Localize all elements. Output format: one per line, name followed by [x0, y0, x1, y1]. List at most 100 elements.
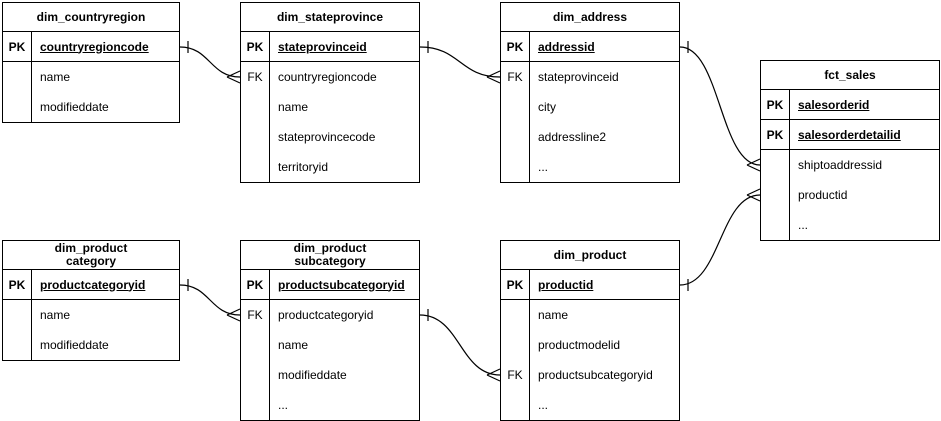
field-name: stateprovinceid: [538, 70, 619, 84]
relationship-dim_stateprovince-to-dim_address[interactable]: [419, 41, 501, 84]
field-name: salesorderid: [798, 97, 870, 112]
field-name: shiptoaddressid: [798, 158, 883, 172]
key-cell-empty: [761, 180, 790, 210]
relationship-dim_productsubcategory-to-dim_product[interactable]: [419, 309, 501, 382]
field-row-dim_productsubcategory-etc: ...: [241, 390, 419, 420]
field-row-dim_productcategory-modifieddate: modifieddate: [3, 330, 179, 360]
table-title-dim_countryregion: dim_countryregion: [3, 3, 179, 32]
key-cell-pk: PK: [241, 32, 270, 61]
key-cell-empty: [761, 210, 790, 240]
table-title-dim_product: dim_product: [501, 241, 679, 270]
table-title-dim_address: dim_address: [501, 3, 679, 32]
field-row-dim_address-etc: ...: [501, 152, 679, 182]
cardinality-many-crow-foot: [486, 368, 501, 382]
field-name: productsubcategoryid: [538, 368, 653, 382]
relationship-dim_countryregion-to-dim_stateprovince[interactable]: [179, 41, 241, 84]
key-cell-empty: [3, 330, 32, 360]
field-name: territoryid: [278, 160, 329, 174]
field-name: ...: [798, 218, 809, 232]
field-row-dim_stateprovince-name: name: [241, 92, 419, 122]
key-cell-empty: [501, 122, 530, 152]
field-name: productmodelid: [538, 338, 621, 352]
key-cell-empty: [501, 390, 530, 420]
field-name: productid: [798, 188, 848, 202]
key-cell-empty: [501, 330, 530, 360]
key-cell-empty: [501, 300, 530, 330]
field-name: name: [278, 100, 309, 114]
relationship-line: [179, 284, 241, 316]
key-cell-fk: FK: [241, 300, 270, 330]
field-name: modifieddate: [278, 368, 347, 382]
key-cell-fk: FK: [501, 360, 530, 390]
field-row-fct_sales-shiptoaddressid: shiptoaddressid: [761, 150, 939, 180]
field-name: name: [40, 70, 71, 84]
field-name: ...: [538, 398, 549, 412]
key-cell-empty: [241, 92, 270, 122]
key-cell-empty: [241, 360, 270, 390]
key-cell-empty: [501, 152, 530, 182]
field-row-dim_productsubcategory-name: name: [241, 330, 419, 360]
field-row-dim_countryregion-modifieddate: modifieddate: [3, 92, 179, 122]
field-row-dim_stateprovince-territoryid: territoryid: [241, 152, 419, 182]
key-cell-empty: [241, 122, 270, 152]
table-title-dim_stateprovince: dim_stateprovince: [241, 3, 419, 32]
field-name: city: [538, 100, 556, 114]
field-name: countryregioncode: [278, 70, 377, 84]
key-cell-pk: PK: [501, 270, 530, 299]
field-row-dim_productsubcategory-modifieddate: modifieddate: [241, 360, 419, 390]
field-row-dim_product-productid: PK productid: [501, 270, 679, 300]
field-row-dim_stateprovince-stateprovinceid: PK stateprovinceid: [241, 32, 419, 62]
field-row-fct_sales-productid: productid: [761, 180, 939, 210]
field-name: productsubcategoryid: [278, 277, 405, 292]
field-row-dim_product-productsubcategoryid: FK productsubcategoryid: [501, 360, 679, 390]
field-row-dim_product-name: name: [501, 300, 679, 330]
field-row-dim_address-addressline2: addressline2: [501, 122, 679, 152]
field-name: productid: [538, 277, 594, 292]
field-row-dim_stateprovince-stateprovincecode: stateprovincecode: [241, 122, 419, 152]
field-name: modifieddate: [40, 338, 109, 352]
field-name: name: [278, 338, 309, 352]
key-cell-empty: [3, 92, 32, 122]
field-row-dim_address-city: city: [501, 92, 679, 122]
field-name: modifieddate: [40, 100, 109, 114]
key-cell-pk: PK: [3, 270, 32, 299]
key-cell-empty: [3, 300, 32, 330]
field-name: addressid: [538, 39, 595, 54]
key-cell-empty: [241, 152, 270, 182]
key-cell-pk: PK: [501, 32, 530, 61]
field-name: stateprovinceid: [278, 39, 367, 54]
relationship-dim_address-to-fct_sales[interactable]: [679, 41, 761, 172]
table-title-fct_sales: fct_sales: [761, 61, 939, 90]
field-row-dim_countryregion-name: name: [3, 62, 179, 92]
cardinality-many-crow-foot: [226, 70, 241, 84]
key-cell-pk: PK: [761, 120, 790, 149]
key-cell-empty: [501, 92, 530, 122]
field-row-fct_sales-etc: ...: [761, 210, 939, 240]
field-name: ...: [278, 398, 289, 412]
field-name: addressline2: [538, 130, 607, 144]
relationship-dim_product-to-fct_sales[interactable]: [679, 188, 761, 291]
cardinality-many-crow-foot: [746, 188, 761, 202]
key-cell-pk: PK: [761, 90, 790, 119]
field-name: stateprovincecode: [278, 130, 376, 144]
field-row-dim_product-etc: ...: [501, 390, 679, 420]
table-title-dim_productsubcategory: dim_product subcategory: [241, 241, 419, 270]
relationship-line: [179, 46, 241, 78]
relationship-dim_productcategory-to-dim_productsubcategory[interactable]: [179, 279, 241, 322]
cardinality-many-crow-foot: [746, 158, 761, 172]
relationship-line: [419, 314, 501, 376]
